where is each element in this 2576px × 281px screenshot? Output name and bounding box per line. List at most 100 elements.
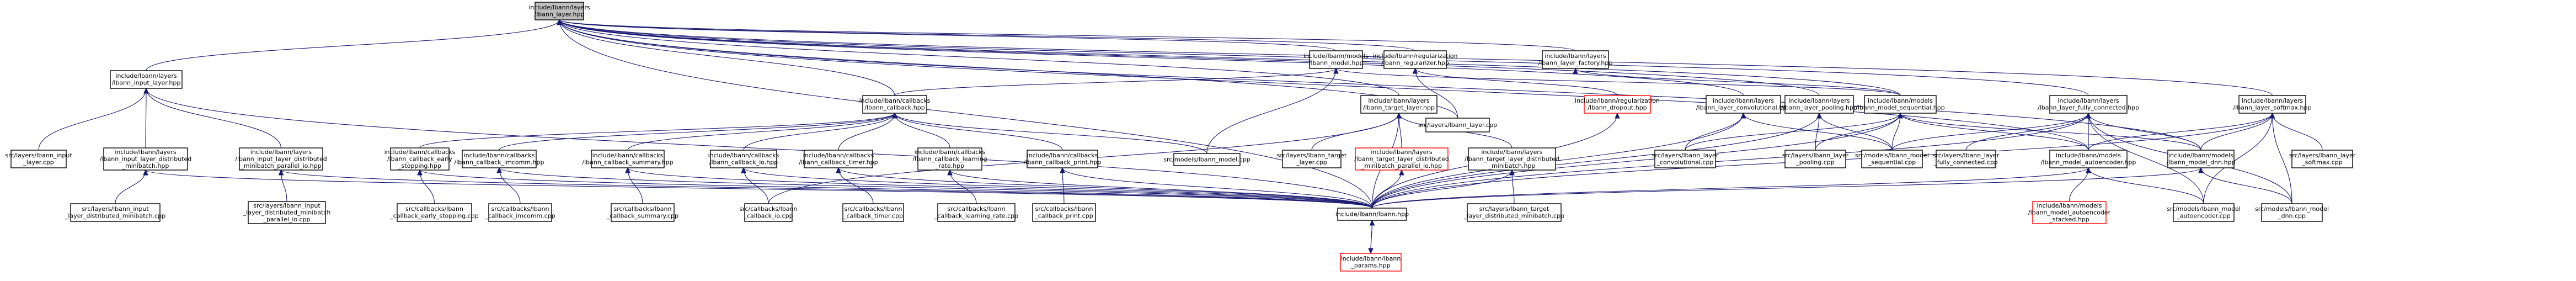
graph-node-sequential-hpp[interactable]: include/lbann/models/lbann_model_sequent… [1856, 95, 1945, 114]
graph-node-fully-connected-cpp[interactable]: src/layers/lbann_layer_fully_connected.c… [1933, 150, 2000, 168]
graph-node-dropout-hpp[interactable]: include/lbann/regularization/lbann_dropo… [1575, 95, 1660, 114]
node-label-line: /lbann_dropout.hpp [1588, 104, 1647, 112]
dependency-edge [1371, 113, 2089, 209]
dependency-edge [559, 19, 1576, 51]
dependency-edge [146, 88, 282, 149]
graph-node-cb-timer-hpp[interactable]: include/lbann/callbacks/lbann_callback_t… [799, 150, 878, 168]
graph-node-input-layer-hpp[interactable]: include/lbann/layers/lbann_input_layer.h… [110, 70, 183, 89]
node-label-line: include/lbann/layers [1544, 52, 1606, 60]
node-label-line: _rate.hpp [935, 162, 964, 169]
dependency-edge [1206, 68, 1337, 154]
node-box [2032, 201, 2107, 224]
node-label-line: src/models/lbann_model [1855, 152, 1929, 159]
graph-node-model-hpp[interactable]: include/lbann/models/lbann_model.hpp [1303, 50, 1369, 69]
dependency-edge [894, 68, 1337, 96]
dependency-edge [1685, 113, 1744, 151]
node-label-line: _dnn.cpp [2278, 213, 2306, 220]
graph-node-fully-connected-hpp[interactable]: include/lbann/layers/lbann_layer_fully_c… [2038, 95, 2139, 114]
node-label-line: /lbann_callback_learning [912, 155, 987, 162]
graph-node-target-layer-hpp[interactable]: include/lbann/layers/lbann_target_layer.… [1360, 95, 1437, 114]
graph-node-pooling-cpp[interactable]: src/layers/lbann_layer_pooling.cpp [1782, 150, 1849, 168]
graph-node-cb-print-cpp[interactable]: src/callbacks/lbann_callback_print.cpp [1032, 203, 1096, 222]
graph-node-dnn-cpp[interactable]: src/models/lbann_model_dnn.cpp [2255, 203, 2329, 222]
graph-node-convolutional-hpp[interactable]: include/lbann/layers/lbann_layer_convolu… [1696, 95, 1791, 114]
node-label-line: /lbann_regularizer.hpp [1381, 60, 1449, 67]
graph-node-root[interactable]: include/lbann/layers/lbann_layer.hpp [528, 2, 590, 20]
graph-node-convolutional-cpp[interactable]: src/layers/lbann_layer_convolutional.cpp [1652, 150, 1719, 168]
graph-node-params-hpp[interactable]: include/lbann/lbann_params.hpp [1340, 253, 1402, 272]
node-label-line: /lbann_model_sequential.hpp [1856, 104, 1944, 112]
graph-node-input-dist-minibatch-parallel-io-cpp[interactable]: src/layers/lbann_input_layer_distributed… [243, 201, 331, 224]
node-label-line: /lbann_model_autoencoder.hpp [2041, 159, 2136, 166]
node-box [1468, 147, 1556, 171]
node-label-line: /lbann_target_layer.hpp [1363, 104, 1435, 112]
graph-node-callback-hpp[interactable]: include/lbann/callbacks/lbann_callback.h… [859, 95, 931, 114]
edge-arrowhead [557, 19, 562, 25]
node-label-line: src/models/lbann_model [2255, 205, 2329, 213]
node-label-line: /lbann_callback_print.hpp [1024, 159, 1102, 166]
node-label-line: src/models/lbann_model.cpp [1163, 156, 1250, 163]
graph-node-target-dist-minibatch-hpp[interactable]: include/lbann/layers/lbann_target_layer_… [1465, 147, 1559, 171]
dependency-edge [627, 167, 1373, 209]
graph-node-autoencoder-stacked-hpp[interactable]: include/lbann/models/lbann_model_autoenc… [2028, 201, 2111, 224]
graph-node-input-dist-minibatch-cpp[interactable]: src/layers/lbann_input_layer_distributed… [65, 203, 165, 222]
node-label-line: src/layers/lbann_input [253, 202, 320, 209]
node-box [1654, 150, 1716, 168]
graph-node-dnn-hpp[interactable]: include/lbann/models/lbann_model_dnn.hpp [2166, 150, 2236, 168]
node-box [1784, 150, 1846, 168]
node-label-line: src/layers/lbann_layer [2289, 152, 2356, 159]
node-box [10, 150, 67, 168]
node-label-line: include/lbann/callbacks [592, 152, 664, 159]
graph-node-layer-cpp[interactable]: src/layers/lbann_layer.cpp [1418, 118, 1497, 132]
graph-node-target-dist-minibatch-cpp[interactable]: src/layers/lbann_target_layer_distribute… [1463, 203, 1564, 222]
edge-arrowhead [2198, 167, 2204, 173]
node-label-line: include/lbann/layers [115, 149, 177, 156]
node-label-line: /lbann_callback_timer.hpp [799, 159, 878, 166]
node-label-line: /lbann_model_autoencoder [2028, 209, 2111, 216]
dependency-edge [1891, 113, 2089, 151]
graph-node-cb-early-stopping-hpp[interactable]: include/lbann/callbacks/lbann_callback_e… [384, 147, 456, 171]
graph-node-input-layer-cpp[interactable]: src/layers/lbann_input_layer.cpp [5, 150, 72, 168]
graph-node-target-dist-minibatch-parallel-io-hpp[interactable]: include/lbann/layers/lbann_target_layer_… [1354, 147, 1449, 171]
graph-node-cb-print-hpp[interactable]: include/lbann/callbacks/lbann_callback_p… [1024, 150, 1102, 168]
node-box [1861, 150, 1923, 168]
node-box [1383, 50, 1447, 69]
graph-node-autoencoder-cpp[interactable]: src/models/lbann_model_autoencoder.cpp [2167, 203, 2241, 222]
edge-arrowhead [836, 167, 841, 173]
graph-node-sequential-cpp[interactable]: src/models/lbann_model_sequential.cpp [1855, 150, 1929, 168]
graph-node-cb-early-stopping-cpp[interactable]: src/callbacks/lbann_callback_early_stopp… [389, 203, 479, 222]
node-label-line: /lbann_target_layer_distributed [1354, 155, 1449, 162]
graph-node-input-dist-minibatch-parallel-io-hpp[interactable]: include/lbann/layers/lbann_input_layer_d… [235, 147, 327, 171]
graph-node-cb-learning-rate-cpp[interactable]: src/callbacks/lbann_callback_learning_ra… [934, 203, 1018, 222]
graph-node-cb-imcomm-hpp[interactable]: include/lbann/callbacks/lbann_callback_i… [455, 150, 544, 168]
graph-node-cb-learning-rate-hpp[interactable]: include/lbann/callbacks/lbann_callback_l… [912, 147, 987, 171]
graph-node-softmax-hpp[interactable]: include/lbann/layers/lbann_layer_softmax… [2233, 95, 2312, 114]
dependency-edge [559, 19, 1820, 96]
graph-node-regularizer-hpp[interactable]: include/lbann/regularization/lbann_regul… [1373, 50, 1458, 69]
edge-arrowhead [1333, 67, 1339, 74]
graph-node-layer-factory-hpp[interactable]: include/lbann/layers/lbann_layer_factory… [1538, 50, 1613, 69]
graph-node-softmax-cpp[interactable]: src/layers/lbann_layer_softmax.cpp [2289, 150, 2356, 168]
node-label-line: _callback_imcomm.cpp [484, 213, 555, 220]
node-box [390, 147, 450, 171]
graph-node-lbann-hpp[interactable]: include/lbann/lbann.hpp [1335, 208, 1409, 221]
edge-arrowhead [1615, 112, 1620, 119]
graph-node-cb-io-cpp[interactable]: src/callbacks/lbann_callback_io.cpp [740, 203, 798, 222]
edge-arrowhead [947, 169, 953, 176]
graph-node-target-layer-cpp[interactable]: src/layers/lbann_target_layer.cpp [1277, 150, 1347, 168]
graph-node-pooling-hpp[interactable]: include/lbann/layers/lbann_layer_pooling… [1781, 95, 1857, 114]
graph-node-cb-imcomm-cpp[interactable]: src/callbacks/lbann_callback_imcomm.cpp [484, 203, 555, 222]
dependency-edge [743, 113, 895, 151]
graph-node-cb-timer-cpp[interactable]: src/callbacks/lbann_callback_timer.cpp [842, 203, 904, 222]
graph-node-cb-io-hpp[interactable]: include/lbann/callbacks/lbann_callback_i… [708, 150, 779, 168]
graph-node-cb-summary-cpp[interactable]: src/callbacks/lbann_callback_summary.cpp [606, 203, 678, 222]
node-label-line: _fully_connected.cpp [1933, 159, 1998, 166]
dependency-edge [1371, 113, 1820, 209]
node-label-line: include/lbann/models [2168, 152, 2233, 159]
graph-node-cb-summary-hpp[interactable]: include/lbann/callbacks/lbann_callback_s… [582, 150, 674, 168]
node-label-line: /lbann_layer.hpp [535, 11, 585, 18]
edge-arrowhead [1368, 248, 1373, 255]
graph-node-model-cpp[interactable]: src/models/lbann_model.cpp [1163, 153, 1250, 166]
graph-node-autoencoder-hpp[interactable]: include/lbann/models/lbann_model_autoenc… [2041, 150, 2136, 168]
graph-node-input-dist-minibatch-hpp[interactable]: include/lbann/layers/lbann_input_layer_d… [100, 147, 192, 171]
